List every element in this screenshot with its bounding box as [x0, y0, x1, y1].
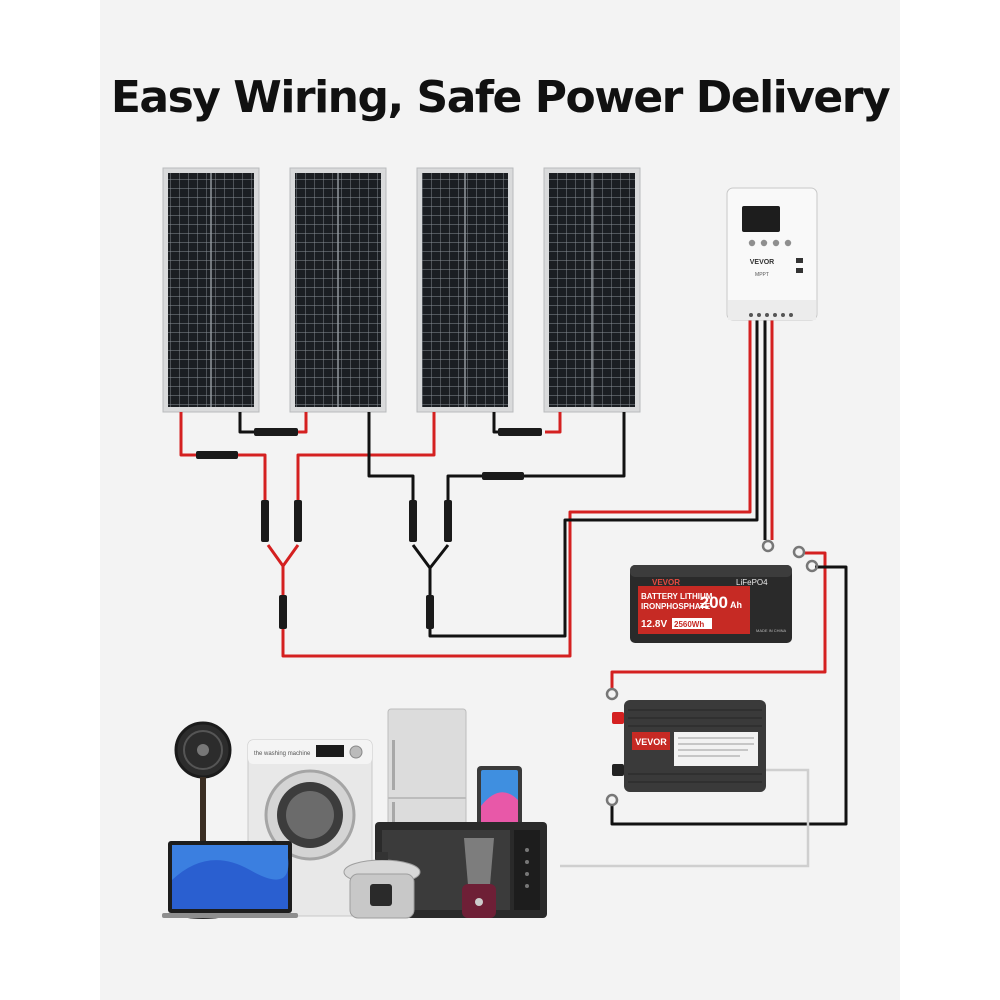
- page-title: Easy Wiring, Safe Power Delivery: [110, 72, 891, 123]
- controller-lcd-screen: [742, 206, 780, 232]
- ac-output-cable: [560, 768, 810, 868]
- battery: VEVOR LiFePO4 BATTERY LITHIUM IRONPHOSPH…: [630, 565, 792, 643]
- battery-label-line2: IRONPHOSPHATE: [641, 602, 711, 611]
- inverter-brand-badge: [632, 732, 670, 750]
- inverter: VEVOR: [612, 700, 766, 792]
- washer-label: the washing machine: [254, 751, 311, 757]
- battery-brand: VEVOR: [652, 578, 680, 587]
- blender: [462, 838, 496, 918]
- solar-panel-1: [162, 167, 260, 413]
- battery-chemistry: LiFePO4: [736, 578, 768, 587]
- battery-origin: MADE IN CHINA: [756, 628, 787, 633]
- inverter-positive-post: [612, 712, 624, 724]
- inverter-brand: VEVOR: [635, 737, 667, 747]
- charge-controller: VEVOR MPPT: [726, 187, 818, 321]
- battery-terminals: [761, 539, 819, 573]
- battery-capacity-unit: Ah: [730, 600, 742, 610]
- battery-capacity: 200: [700, 593, 728, 612]
- rice-cooker: [343, 852, 421, 919]
- solar-panel-4: [543, 167, 641, 413]
- inverter-negative-post: [612, 764, 624, 776]
- battery-voltage: 12.8V: [641, 619, 667, 630]
- solar-panel-2: [289, 167, 387, 413]
- controller-model: MPPT: [755, 272, 769, 278]
- positive-wires: [179, 320, 827, 690]
- battery-energy: 2560Wh: [674, 620, 704, 629]
- tablet: [477, 766, 522, 826]
- battery-label-line1: BATTERY LITHIUM: [641, 592, 713, 601]
- mc4-connectors: [196, 428, 542, 629]
- controller-brand: VEVOR: [750, 259, 775, 266]
- inverter-terminals: [605, 687, 619, 807]
- solar-panel-3: [416, 167, 514, 413]
- laptop: [162, 841, 298, 918]
- inverter-spec-label: [674, 732, 758, 766]
